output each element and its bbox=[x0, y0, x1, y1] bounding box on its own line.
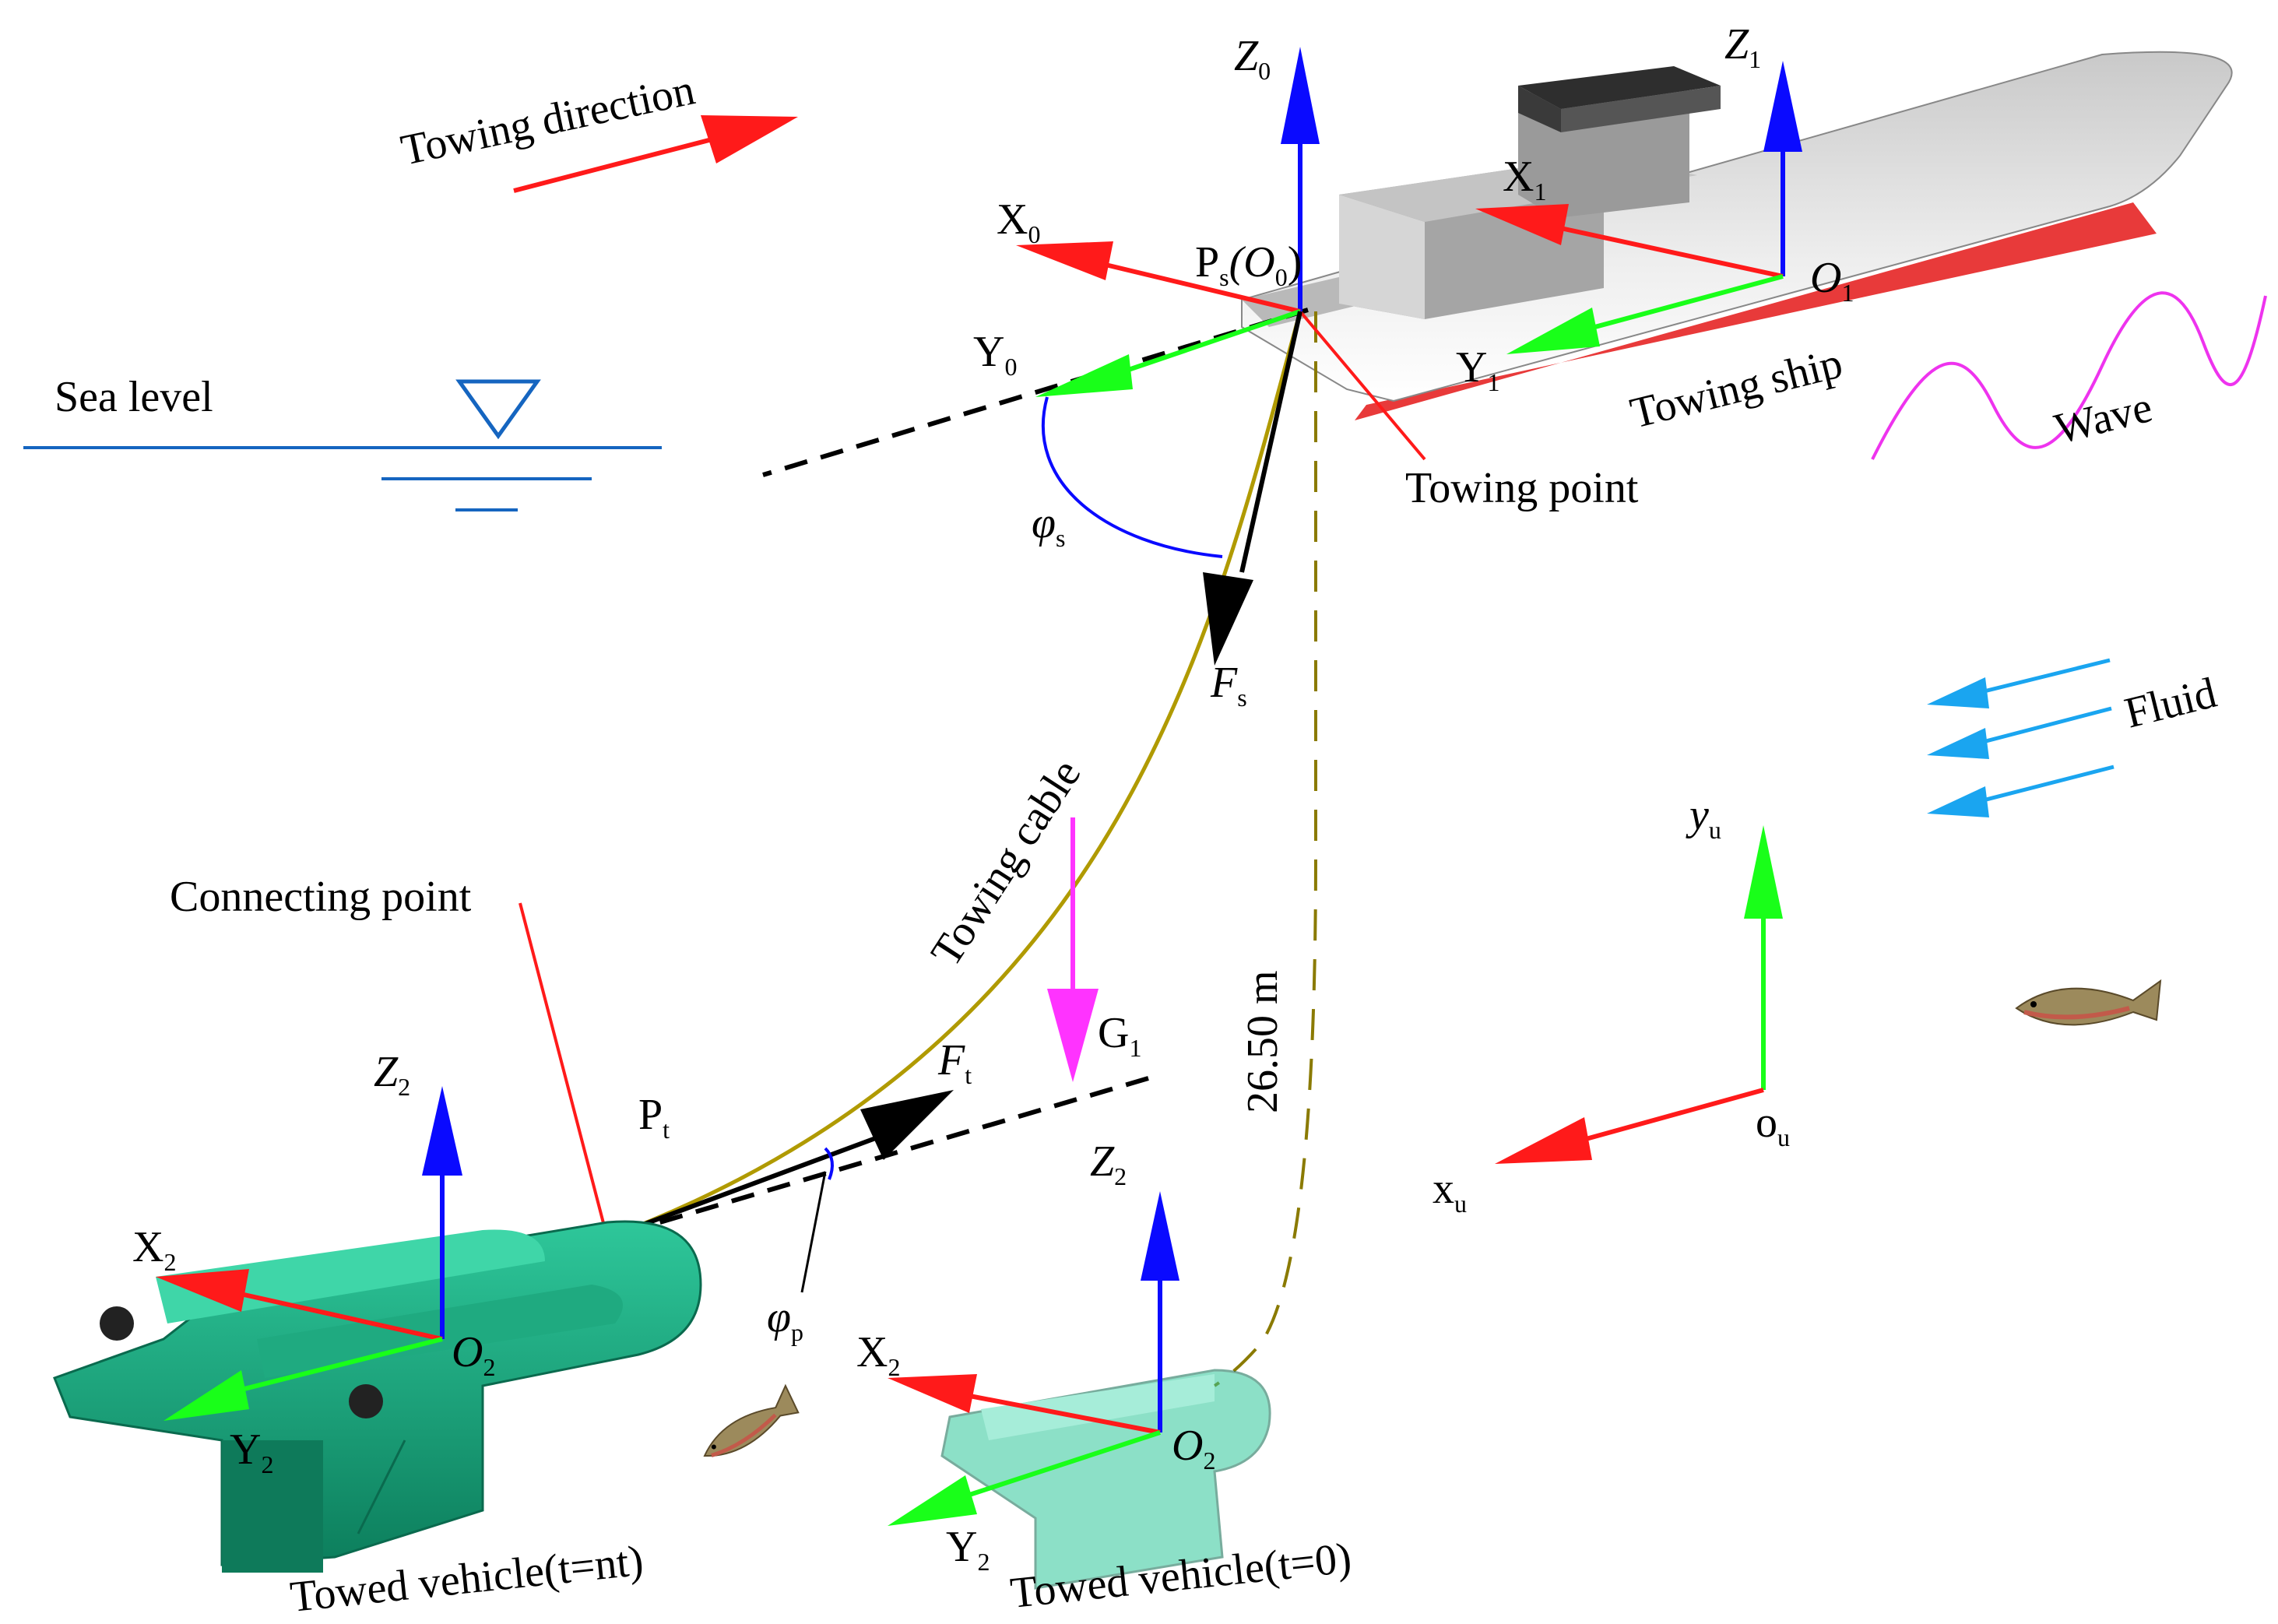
wave-symbol: Wave bbox=[1871, 291, 2267, 460]
connecting-point-pointer bbox=[519, 902, 609, 1239]
depth-dashed-line bbox=[1213, 311, 1317, 1387]
towed-vehicle-nt bbox=[53, 1220, 702, 1573]
frame-2-axes-initial bbox=[888, 1191, 1179, 1526]
fluid-label: Fluid bbox=[2120, 669, 2221, 738]
symbol-y2b: Y2 bbox=[946, 1523, 990, 1576]
gravity-arrow bbox=[1047, 817, 1099, 1082]
symbol-z0: Z0 bbox=[1234, 32, 1271, 85]
symbol-x0: X0 bbox=[997, 195, 1040, 248]
fish-icon bbox=[703, 1383, 800, 1457]
cable-tension-arrow bbox=[606, 1090, 954, 1293]
sea-level-symbol: Sea level bbox=[23, 373, 662, 511]
towing-cable bbox=[606, 311, 1302, 1240]
symbol-x2b: X2 bbox=[856, 1328, 900, 1381]
symbol-yu: yu bbox=[1686, 791, 1721, 844]
towing-ship bbox=[1241, 51, 2233, 420]
symbol-z2a: Z2 bbox=[374, 1048, 410, 1101]
wave-label: Wave bbox=[2050, 383, 2157, 454]
symbol-xu: xu bbox=[1433, 1165, 1467, 1218]
towing-direction-indicator: Towing direction bbox=[397, 65, 798, 193]
towing-direction-label: Towing direction bbox=[397, 65, 699, 174]
symbol-z1: Z1 bbox=[1724, 20, 1761, 73]
towing-cable-label: Towing cable bbox=[922, 751, 1091, 975]
frame-2-axes-nt bbox=[156, 1086, 462, 1421]
symbol-g1: G1 bbox=[1098, 1009, 1141, 1062]
symbol-fs: Fs bbox=[1210, 659, 1247, 712]
symbol-o1: O1 bbox=[1810, 254, 1854, 307]
towing-point-label: Towing point bbox=[1405, 464, 1639, 512]
symbol-x2a: X2 bbox=[132, 1223, 176, 1276]
towing-ship-label: Towing ship bbox=[1626, 339, 1847, 438]
towing-point-pointer bbox=[1299, 310, 1426, 461]
symbol-pt: Pt bbox=[638, 1091, 670, 1144]
global-frame-axes bbox=[1495, 825, 1783, 1164]
symbol-phi-p: φp bbox=[767, 1293, 803, 1346]
fish-icon bbox=[2015, 979, 2162, 1026]
symbol-z2b: Z2 bbox=[1090, 1137, 1127, 1190]
connecting-point-label: Connecting point bbox=[170, 873, 472, 921]
symbol-o2b: O2 bbox=[1172, 1422, 1215, 1475]
symbol-ps: Ps(O0) bbox=[1195, 238, 1302, 291]
symbol-o2a: O2 bbox=[452, 1328, 495, 1381]
distance-label: 26.50 m bbox=[1239, 970, 1287, 1113]
symbol-ou: ou bbox=[1756, 1098, 1790, 1151]
sea-level-label: Sea level bbox=[54, 373, 213, 421]
symbol-phi-s: φs bbox=[1032, 499, 1065, 552]
towed-vehicle-initial bbox=[940, 1369, 1271, 1590]
symbol-y1: Y1 bbox=[1456, 343, 1499, 396]
symbol-y0: Y0 bbox=[973, 328, 1017, 381]
frame-0-axes bbox=[1016, 47, 1320, 666]
dashed-reference-lines bbox=[606, 308, 1309, 1240]
symbol-y2a: Y2 bbox=[230, 1425, 273, 1478]
fluid-flow-arrows bbox=[1927, 658, 2115, 817]
frame-1-axes bbox=[1475, 61, 1802, 354]
symbol-ft: Ft bbox=[937, 1036, 972, 1089]
symbol-x1: X1 bbox=[1503, 153, 1546, 206]
